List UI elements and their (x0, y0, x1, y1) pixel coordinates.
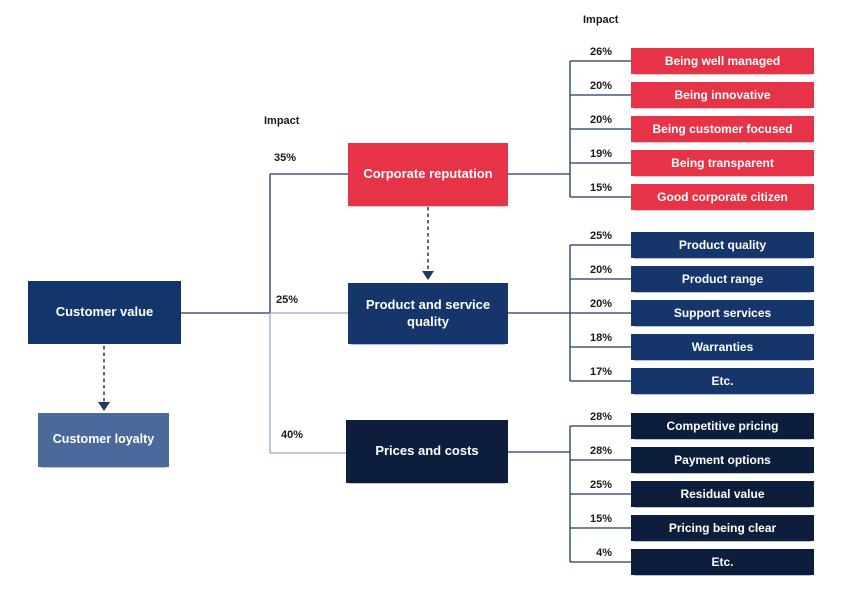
attribute-impact-value: 17% (589, 366, 612, 378)
impact-value-product-quality: 25% (275, 294, 298, 306)
attribute-row: 19% Being transparent (560, 148, 814, 176)
attribute-box: Support services (631, 300, 814, 326)
attribute-impact-value: 25% (589, 479, 612, 491)
attribute-impact-value: 15% (589, 513, 612, 525)
attribute-row: 15% Good corporate citizen (560, 182, 814, 210)
attribute-impact-value: 4% (596, 547, 612, 559)
attribute-row: 20% Being customer focused (560, 114, 814, 142)
attribute-box: Being well managed (631, 48, 814, 74)
attribute-row: 25% Residual value (560, 479, 814, 507)
attribute-impact-value: 28% (589, 445, 612, 457)
attribute-row: 25% Product quality (560, 230, 814, 258)
attribute-impact-value: 19% (589, 148, 612, 160)
attribute-group-prices-and-costs: 28% Competitive pricing 28% Payment opti… (560, 411, 814, 575)
attribute-box: Good corporate citizen (631, 184, 814, 210)
attribute-box: Residual value (631, 481, 814, 507)
attribute-row: 28% Payment options (560, 445, 814, 473)
attribute-box: Pricing being clear (631, 515, 814, 541)
attribute-row: 17% Etc. (560, 366, 814, 394)
attribute-box: Warranties (631, 334, 814, 360)
attribute-row: 20% Being innovative (560, 80, 814, 108)
attribute-impact-value: 20% (589, 298, 612, 310)
impact-header-middle: Impact (264, 115, 300, 127)
attribute-box: Payment options (631, 447, 814, 473)
node-corporate-reputation: Corporate reputation (348, 143, 508, 206)
attribute-box: Etc. (631, 549, 814, 575)
attribute-box: Being customer focused (631, 116, 814, 142)
attribute-box: Competitive pricing (631, 413, 814, 439)
attribute-impact-value: 15% (589, 182, 612, 194)
attribute-impact-value: 26% (589, 46, 612, 58)
attribute-row: 15% Pricing being clear (560, 513, 814, 541)
attribute-impact-value: 20% (589, 264, 612, 276)
impact-value-prices-costs: 40% (280, 429, 303, 441)
attribute-row: 20% Product range (560, 264, 814, 292)
attribute-row: 18% Warranties (560, 332, 814, 360)
node-prices-and-costs: Prices and costs (346, 420, 508, 483)
attribute-impact-value: 28% (589, 411, 612, 423)
attribute-box: Being transparent (631, 150, 814, 176)
attribute-impact-value: 20% (589, 80, 612, 92)
attribute-row: 4% Etc. (560, 547, 814, 575)
node-customer-value: Customer value (28, 281, 181, 344)
attribute-impact-value: 18% (589, 332, 612, 344)
attribute-box: Product range (631, 266, 814, 292)
attribute-row: 28% Competitive pricing (560, 411, 814, 439)
node-customer-loyalty: Customer loyalty (38, 413, 169, 467)
attribute-row: 26% Being well managed (560, 46, 814, 74)
impact-header-right: Impact (583, 14, 619, 26)
attribute-box: Product quality (631, 232, 814, 258)
attribute-box: Being innovative (631, 82, 814, 108)
attribute-box: Etc. (631, 368, 814, 394)
node-product-service-quality: Product and service quality (348, 283, 508, 344)
impact-value-corporate-reputation: 35% (273, 152, 296, 164)
attribute-impact-value: 20% (589, 114, 612, 126)
attribute-group-corporate-reputation: 26% Being well managed 20% Being innovat… (560, 46, 814, 210)
attribute-row: 20% Support services (560, 298, 814, 326)
attribute-impact-value: 25% (589, 230, 612, 242)
attribute-group-product-service-quality: 25% Product quality 20% Product range 20… (560, 230, 814, 394)
